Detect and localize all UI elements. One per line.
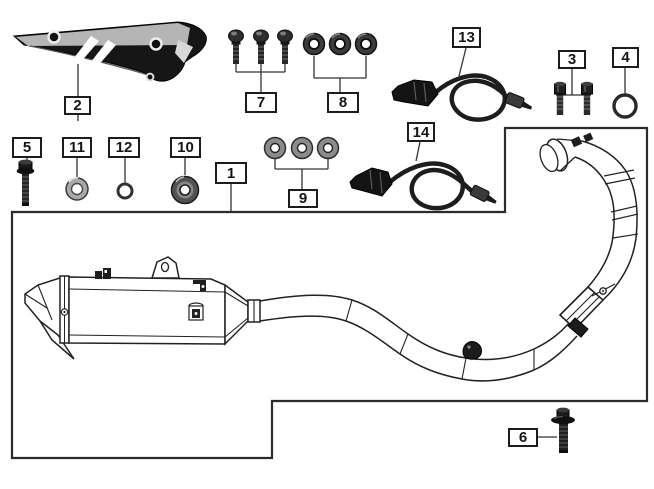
o-ring-drawing — [612, 93, 638, 119]
mid-pipe-drawing — [259, 294, 578, 382]
callout-9-label: 9 — [298, 190, 308, 207]
callout-4-label: 4 — [621, 49, 630, 66]
callout-6[interactable]: 6 — [508, 428, 538, 447]
muffler-side-boss — [188, 302, 204, 321]
callout-7[interactable]: 7 — [245, 92, 277, 113]
callout-11[interactable]: 11 — [62, 137, 92, 158]
callout-10[interactable]: 10 — [170, 137, 201, 158]
muffler-drawing — [24, 256, 261, 360]
oxygen-sensor-13-drawing — [391, 73, 533, 122]
exhaust-assembly-drawing — [24, 132, 639, 382]
callout-3[interactable]: 3 — [558, 50, 586, 69]
snap-ring-drawing — [116, 182, 134, 200]
oxygen-sensor-14-drawing — [349, 161, 497, 211]
assembly-boundary — [10, 126, 649, 460]
washer-drawing — [65, 177, 89, 201]
callout-5-label: 5 — [22, 139, 32, 156]
callout-12[interactable]: 12 — [108, 137, 140, 158]
callout-11-label: 11 — [69, 139, 85, 156]
callout-1-label: 1 — [226, 164, 236, 182]
callout-1[interactable]: 1 — [215, 162, 247, 184]
shield-hole — [145, 72, 155, 82]
callout-9[interactable]: 9 — [288, 189, 318, 208]
callout-4[interactable]: 4 — [612, 47, 639, 68]
button-screws-drawing — [228, 29, 293, 64]
heat-shield-drawing — [12, 21, 207, 82]
flange-bolt-6-drawing — [551, 407, 575, 453]
muffler-clamp-fitting — [193, 280, 206, 291]
callout-2-label: 2 — [73, 97, 82, 114]
socket-bolts-drawing — [554, 81, 593, 115]
flange-nuts-drawing — [302, 32, 378, 56]
callout-6-label: 6 — [518, 429, 528, 446]
muffler-hanger-fitting — [95, 268, 111, 279]
callout-14-label: 14 — [412, 123, 430, 141]
callout-14[interactable]: 14 — [407, 122, 435, 142]
header-flange — [539, 132, 594, 173]
callout-13-label: 13 — [458, 29, 475, 46]
callout-3-label: 3 — [567, 51, 577, 68]
callout-8-label: 8 — [338, 94, 348, 111]
collar-nut-drawing — [170, 175, 200, 205]
callout-13[interactable]: 13 — [452, 27, 481, 48]
callout-10-label: 10 — [177, 139, 194, 156]
rubber-grommets-drawing — [263, 136, 340, 160]
callout-5[interactable]: 5 — [12, 137, 42, 158]
shield-hole — [149, 37, 163, 51]
flange-bolt-5-drawing — [16, 159, 35, 206]
callout-12-label: 12 — [115, 139, 133, 156]
shield-hole — [47, 30, 61, 44]
header-pipe-drawing — [539, 132, 639, 338]
leader-lines — [26, 47, 626, 438]
callout-7-label: 7 — [256, 94, 266, 111]
callout-8[interactable]: 8 — [327, 92, 359, 113]
callout-2[interactable]: 2 — [64, 96, 91, 115]
